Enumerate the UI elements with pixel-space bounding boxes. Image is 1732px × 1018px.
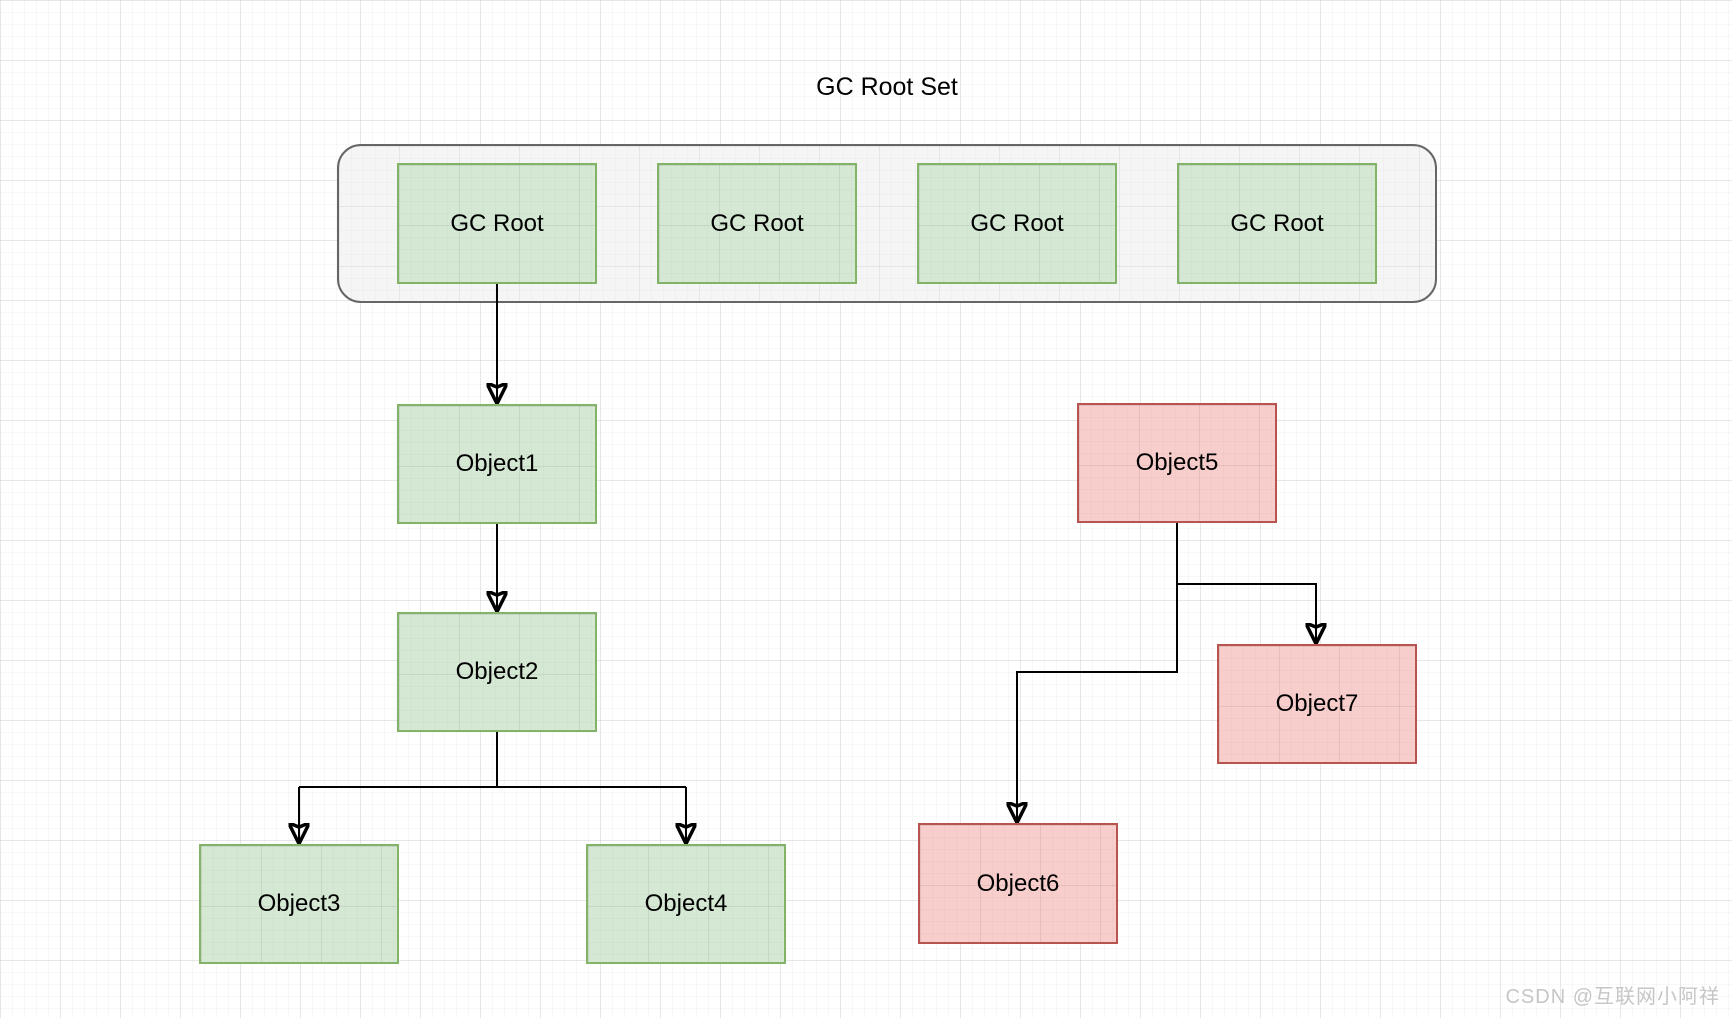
node-object4: Object4 (586, 844, 786, 964)
node-gc-root-2: GC Root (657, 163, 857, 284)
diagram-title: GC Root Set (816, 73, 958, 101)
node-label: Object1 (455, 450, 539, 477)
node-label: Object6 (976, 869, 1060, 897)
node-label: GC Root (450, 209, 544, 237)
node-gc-root-4: GC Root (1177, 163, 1377, 284)
node-object3: Object3 (199, 844, 399, 964)
csdn-watermark: CSDN @互联网小阿祥 (1505, 986, 1720, 1008)
edge-object5-object7 (1177, 583, 1316, 642)
node-label: Object3 (257, 890, 341, 917)
node-object6: Object6 (918, 823, 1118, 944)
node-label: Object2 (455, 658, 539, 685)
node-gc-root-3: GC Root (917, 163, 1117, 284)
node-object5: Object5 (1077, 403, 1277, 523)
edge-object5-object6 (1017, 523, 1178, 821)
node-object7: Object7 (1217, 644, 1417, 764)
node-label: Object5 (1135, 449, 1219, 476)
node-object1: Object1 (397, 404, 597, 524)
node-object2: Object2 (397, 612, 597, 732)
node-label: Object4 (644, 890, 728, 917)
node-label: GC Root (710, 209, 804, 237)
node-gc-root-1: GC Root (397, 163, 597, 284)
node-label: GC Root (1230, 209, 1324, 237)
node-label: Object7 (1275, 690, 1359, 717)
node-label: GC Root (970, 209, 1064, 237)
